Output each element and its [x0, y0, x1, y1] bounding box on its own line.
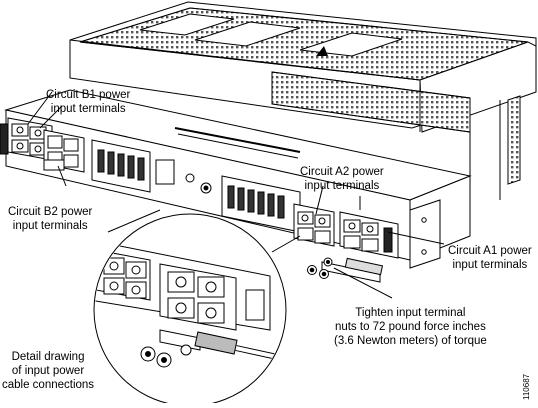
terminal-block-b1 [0, 117, 53, 161]
callout-a1-line1: Circuit A1 power [448, 245, 532, 257]
callout-a2-line1: Circuit A2 power [300, 166, 384, 178]
callout-circuit-a2: Circuit A2 power input terminals [300, 165, 384, 193]
callout-detail-line3: cable connections [2, 379, 95, 391]
terminal-block-a2 [293, 203, 335, 247]
terminal-block-b2 [43, 129, 85, 173]
callout-circuit-b1: Circuit B1 power input terminals [46, 88, 130, 116]
detail-magnifier [93, 209, 301, 407]
callout-torque-line2: nuts to 72 pound force inches [334, 321, 486, 333]
callout-b1-line1: Circuit B1 power [46, 89, 131, 101]
callout-a2-line2: input terminals [304, 180, 380, 192]
front-panel [0, 89, 472, 283]
terminal-block-a1 [339, 211, 399, 259]
callout-detail-line1: Detail drawing [11, 351, 85, 363]
breaker-group-left [91, 139, 212, 194]
callout-a1-line2: input terminals [452, 259, 528, 271]
callout-b1-line2: input terminals [50, 103, 126, 115]
callout-torque-line3: (3.6 Newton meters) of torque [334, 335, 487, 347]
callout-detail-line2: of input power [11, 365, 85, 377]
leader-lines [27, 91, 445, 299]
callout-circuit-b2: Circuit B2 power input terminals [8, 205, 92, 233]
lug-and-nuts-a1 [307, 257, 384, 283]
callout-detail-drawing: Detail drawing of input power cable conn… [2, 350, 94, 392]
callout-b2-line2: input terminals [12, 220, 88, 232]
callout-b2-line1: Circuit B2 power [8, 206, 93, 218]
callout-torque-line1: Tighten input terminal [355, 307, 466, 319]
rear-chassis [69, 1, 537, 200]
callout-circuit-a1: Circuit A1 power input terminals [448, 244, 532, 272]
breaker-group-right [221, 175, 301, 233]
callout-torque-instruction: Tighten input terminal nuts to 72 pound … [334, 306, 487, 348]
figure-id: 110687 [522, 373, 531, 400]
